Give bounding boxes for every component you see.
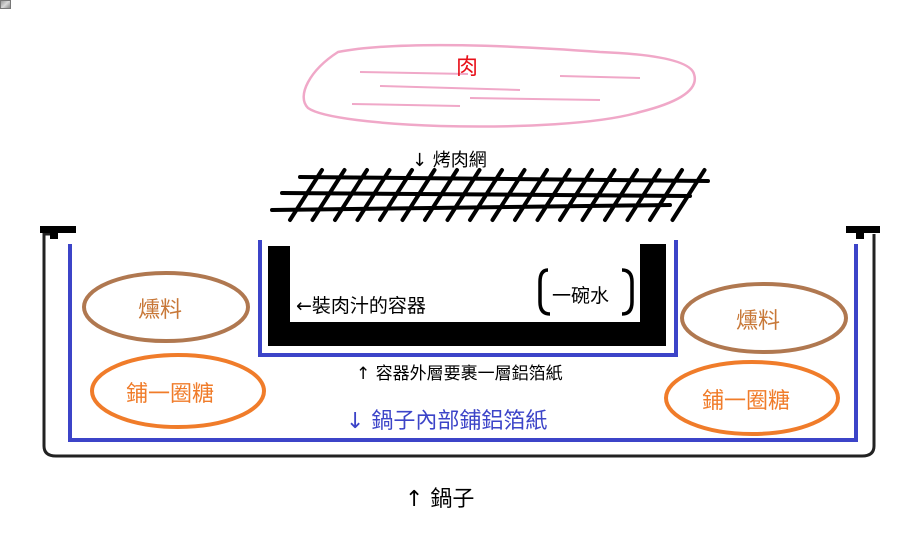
grill-rung: [603, 168, 639, 222]
grill-label: ↓ 烤肉網: [412, 150, 487, 171]
container-foil-label: ↑ 容器外層要裹一層鋁箔紙: [356, 364, 563, 384]
pot-outline: [42, 232, 876, 458]
grill-rung: [490, 168, 527, 222]
grill-rung: [558, 168, 594, 222]
meat-outline: [302, 43, 697, 128]
grill-rung: [513, 168, 549, 222]
grill-rung: [355, 168, 392, 222]
pot-handle-right: [846, 226, 880, 239]
pot-label: ↑ 鍋子: [405, 487, 475, 512]
meat-label: 肉: [456, 55, 479, 80]
sugar-left-oval: [90, 353, 266, 429]
sugar-right-label: 鋪一圈糖: [702, 389, 791, 414]
pot-foil-label: ↓ 鍋子內部鋪鋁箔紙: [346, 409, 548, 434]
grill-rung: [580, 168, 617, 222]
pot-foil-line: [68, 244, 858, 442]
fuel-left-label: 燻料: [138, 298, 183, 323]
meat-inner-lines: [351, 71, 641, 107]
container-foil-line: [258, 240, 678, 357]
grill-rung: [400, 168, 437, 222]
juice-container: [268, 244, 666, 346]
grill-rung: [468, 168, 504, 222]
grill-rung: [333, 168, 369, 222]
sugar-right-oval: [664, 360, 840, 436]
grill-rung: [378, 168, 414, 222]
fuel-right-label: 燻料: [736, 309, 781, 334]
grill-rung: [670, 168, 707, 222]
water-bowl-label: 一碗水: [552, 285, 610, 307]
pot-handle-left: [40, 226, 76, 239]
juice-container-label: ←裝肉汁的容器: [296, 295, 426, 317]
grill-rung: [310, 168, 347, 222]
fuel-right-oval: [680, 282, 848, 354]
grill-rungs: [288, 168, 707, 222]
grill-rung: [423, 168, 459, 222]
grill-rung: [625, 168, 662, 222]
sugar-left-label: 鋪一圈糖: [126, 382, 215, 407]
grill-rung: [445, 168, 482, 222]
broken-image-icon: [0, 0, 11, 9]
grill-rung: [535, 168, 572, 222]
fuel-left-oval: [82, 271, 250, 343]
grill-rung: [288, 168, 324, 222]
grill-rung: [648, 168, 684, 222]
water-bowl-bracket: [538, 268, 634, 316]
